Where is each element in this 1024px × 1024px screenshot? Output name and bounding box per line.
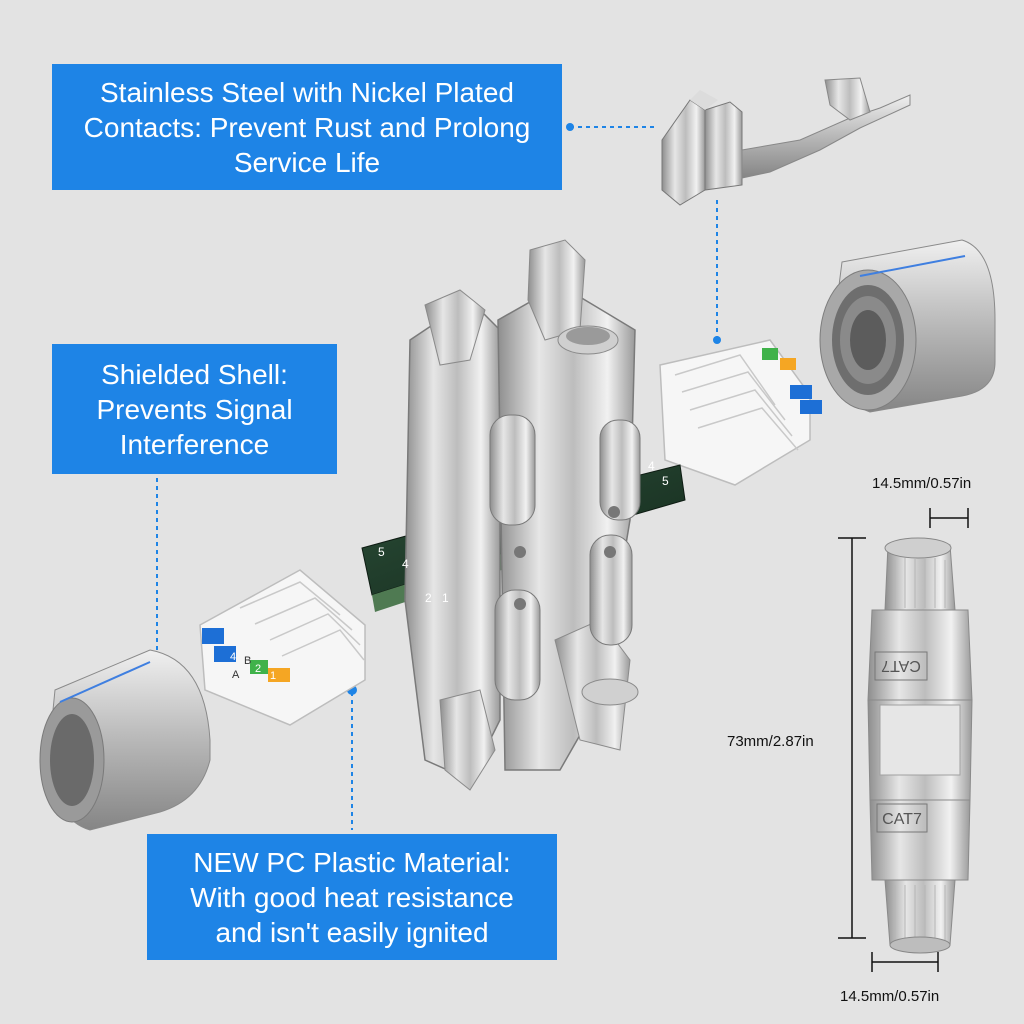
dimension-top-width: 14.5mm/0.57in bbox=[872, 475, 972, 492]
dimension-height: 73mm/2.87in bbox=[727, 733, 814, 750]
callout-stainless-steel-text: Stainless Steel with Nickel Plated Conta… bbox=[83, 76, 531, 178]
callout-leaders bbox=[156, 126, 718, 830]
right-terminal-block bbox=[659, 339, 822, 486]
callout-pc-plastic-text: NEW PC Plastic Material: With good heat … bbox=[190, 846, 514, 948]
cat7-label-bottom: CAT7 bbox=[882, 811, 922, 828]
pcb-number-1: 1 bbox=[442, 591, 449, 605]
pcb-right-4: 4 bbox=[648, 459, 655, 473]
assembled-coupler-labels: CAT7 CAT7 bbox=[881, 657, 922, 828]
callout-stainless-steel: Stainless Steel with Nickel Plated Conta… bbox=[52, 64, 562, 190]
callout-pc-plastic: NEW PC Plastic Material: With good heat … bbox=[147, 834, 557, 960]
pcb-number-4: 4 bbox=[402, 557, 409, 571]
pcb-labels: 5 4 2 1 4 5 bbox=[378, 459, 669, 605]
terminal-label-b: B bbox=[244, 655, 251, 667]
dimension-bottom-width: 14.5mm/0.57in bbox=[840, 988, 940, 1005]
left-terminal-labels: 4 B 2 1 A bbox=[230, 651, 276, 682]
right-end-cap bbox=[819, 239, 996, 413]
cat7-label-top: CAT7 bbox=[881, 657, 921, 674]
pcb-number-5: 5 bbox=[378, 545, 385, 559]
terminal-label-a: A bbox=[232, 669, 240, 681]
terminal-label-2: 2 bbox=[255, 663, 261, 675]
callout-shielded-shell-text: Shielded Shell: Prevents Signal Interfer… bbox=[96, 358, 293, 460]
steel-contact-clip bbox=[661, 77, 911, 206]
left-end-cap bbox=[39, 649, 211, 831]
shielded-shell-assembly bbox=[361, 239, 686, 791]
pcb-right-5: 5 bbox=[662, 474, 669, 488]
dimension-lines bbox=[838, 508, 969, 972]
pcb-number-2: 2 bbox=[425, 591, 432, 605]
left-terminal-block bbox=[199, 569, 366, 726]
terminal-label-1: 1 bbox=[270, 670, 276, 682]
terminal-label-4: 4 bbox=[230, 651, 236, 663]
callout-shielded-shell: Shielded Shell: Prevents Signal Interfer… bbox=[52, 344, 337, 474]
assembled-coupler bbox=[867, 537, 973, 954]
